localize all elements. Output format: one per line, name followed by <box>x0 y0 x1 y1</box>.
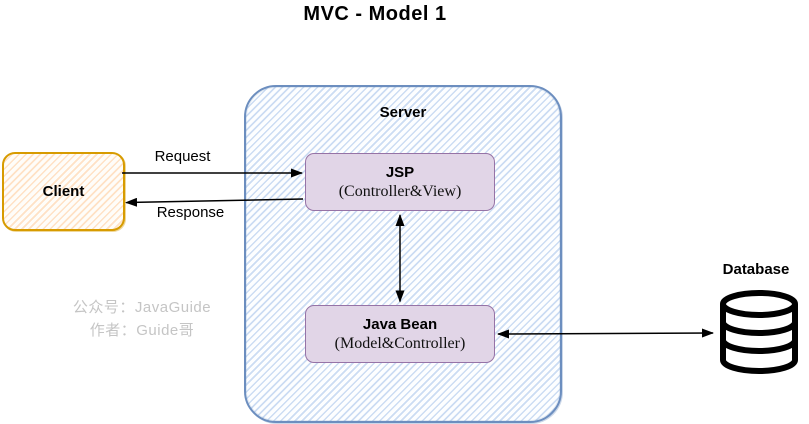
watermark: 公众号：JavaGuide 作者：Guide哥 <box>48 296 236 342</box>
server-box: Server <box>244 85 562 423</box>
database-label: Database <box>722 261 790 278</box>
client-label: Client <box>42 183 85 200</box>
javabean-label: Java Bean <box>362 315 438 333</box>
watermark-line2: 作者：Guide哥 <box>89 322 195 339</box>
diagram-title: MVC - Model 1 <box>303 3 447 25</box>
request-edge-label: Request <box>154 148 211 165</box>
javabean-box: Java Bean (Model&Controller) <box>305 305 495 363</box>
server-label: Server <box>379 104 427 121</box>
jsp-box: JSP (Controller&View) <box>305 153 495 211</box>
client-box: Client <box>2 152 125 231</box>
database-icon <box>720 290 798 374</box>
jsp-label: JSP <box>385 163 415 181</box>
response-edge-label: Response <box>156 204 225 221</box>
javabean-sublabel: (Model&Controller) <box>334 334 466 352</box>
jsp-sublabel: (Controller&View) <box>338 182 462 200</box>
watermark-line1: 公众号：JavaGuide <box>72 299 212 316</box>
